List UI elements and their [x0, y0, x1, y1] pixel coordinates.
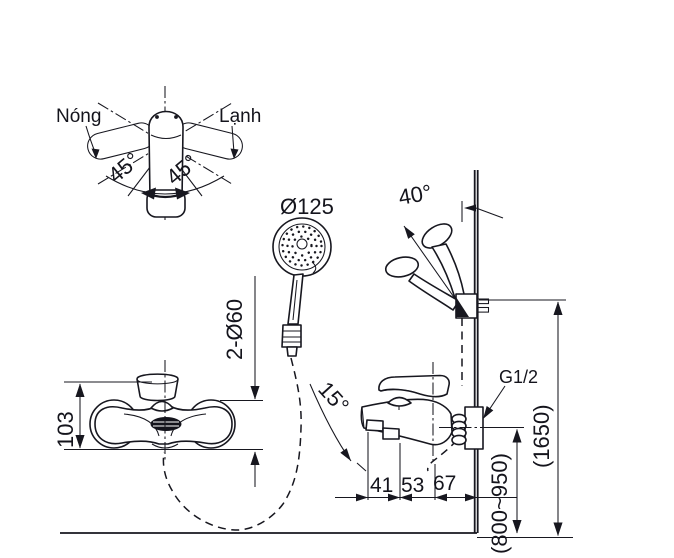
shower-head-accent	[311, 261, 317, 274]
connector-ribs	[283, 330, 301, 343]
holder-angle-dimension: 40°	[397, 180, 504, 222]
shower-head-face	[278, 223, 326, 271]
cold-leader-arrow	[230, 148, 239, 159]
hand-shower-front-view: Ø125	[272, 194, 334, 357]
mixer-side-view	[360, 362, 484, 463]
swing-arc-outer	[105, 175, 225, 195]
height-103-dimension: 103	[53, 381, 263, 451]
spray-ring-1	[291, 235, 313, 257]
spout-angle-dimension: 15°	[309, 377, 367, 472]
side-lever	[378, 374, 450, 398]
mixer-front-view	[89, 360, 236, 462]
chain-arrow-4	[435, 493, 447, 502]
chain-arrow-3	[400, 493, 412, 502]
shower-hose-side-lower	[426, 439, 458, 472]
flange-diameter-label: 2-Ø60	[222, 299, 247, 360]
holder-tilt-axis	[403, 225, 464, 311]
cold-leader	[231, 125, 235, 153]
handle-dot-right	[174, 115, 178, 119]
shower-head-center-hole	[296, 238, 308, 250]
tilt-axis-arrow	[404, 226, 415, 239]
holder-height-dimension: (1650)	[479, 299, 566, 537]
mixer-height-label: (800~950)	[487, 453, 512, 554]
shower-diameter-label: Ø125	[280, 194, 334, 219]
shower-holder-assembly	[384, 223, 490, 319]
body-height-label: 103	[53, 411, 78, 448]
spout-angle-tick	[356, 462, 367, 472]
spout-angle-label: 15°	[313, 377, 354, 418]
front-diverter-knob	[150, 400, 174, 412]
chain-arrow-5	[465, 493, 477, 502]
holder-pin-top	[476, 298, 490, 305]
shower-side-head-tilted	[384, 256, 420, 278]
bottom-dimension-chain: 41 53 67	[335, 432, 517, 502]
front-handle-top-ellipse	[136, 378, 179, 385]
spray-ring-3	[281, 225, 323, 267]
angle-leader	[475, 207, 504, 219]
swing-arrow-right	[175, 187, 190, 200]
connector-tip	[286, 346, 298, 357]
nut-rib-4	[451, 434, 467, 446]
handle-detail-line	[150, 134, 182, 140]
holder-clamp	[456, 297, 469, 317]
holder-height-label: (1650)	[529, 404, 554, 468]
spout-angle-arrow	[340, 448, 351, 461]
dim-67-label: 67	[433, 472, 456, 495]
side-lever-underside	[380, 389, 421, 395]
shower-side-handle-tilted	[408, 273, 460, 311]
handshower-outlet	[382, 427, 400, 440]
diverter-ribs	[153, 421, 179, 427]
holder-pin-bottom	[476, 306, 490, 313]
side-diverter-knob	[387, 396, 412, 407]
dim-41-label: 41	[370, 474, 393, 497]
diverter-button	[150, 417, 182, 431]
hot-label: Nóng	[56, 106, 101, 127]
handle-dot-left	[155, 115, 159, 119]
flange-diameter-dimension: 2-Ø60	[220, 276, 263, 487]
swing-arrow-left	[141, 187, 156, 200]
mixer-height-dimension: (800~950)	[481, 426, 524, 554]
shower-head-outer	[272, 217, 332, 277]
dim-53-label: 53	[401, 474, 424, 497]
front-handle-cylinder	[136, 373, 179, 402]
spout-face	[361, 406, 365, 429]
chain-arrow-2	[388, 493, 400, 502]
shower-side-head-up	[421, 223, 453, 249]
angle-wall-arrow	[464, 204, 476, 212]
spout-tab	[365, 419, 384, 432]
chain-arrow-1	[356, 493, 368, 502]
spray-ring-2	[286, 230, 318, 262]
handle-top-view: Nóng Lạnh 45° 45°	[56, 86, 261, 220]
shower-handle-line	[292, 279, 298, 321]
thread-leader-arrow	[483, 406, 494, 419]
hose-connector	[281, 324, 302, 348]
thread-callout: G1/2	[483, 367, 538, 419]
holder-angle-label: 40°	[397, 180, 434, 210]
cold-label: Lạnh	[219, 106, 261, 127]
thread-size-label: G1/2	[499, 367, 538, 387]
body-wing-lines	[123, 413, 207, 437]
hot-leader-arrow	[91, 148, 100, 159]
shower-hose-front	[162, 357, 302, 531]
